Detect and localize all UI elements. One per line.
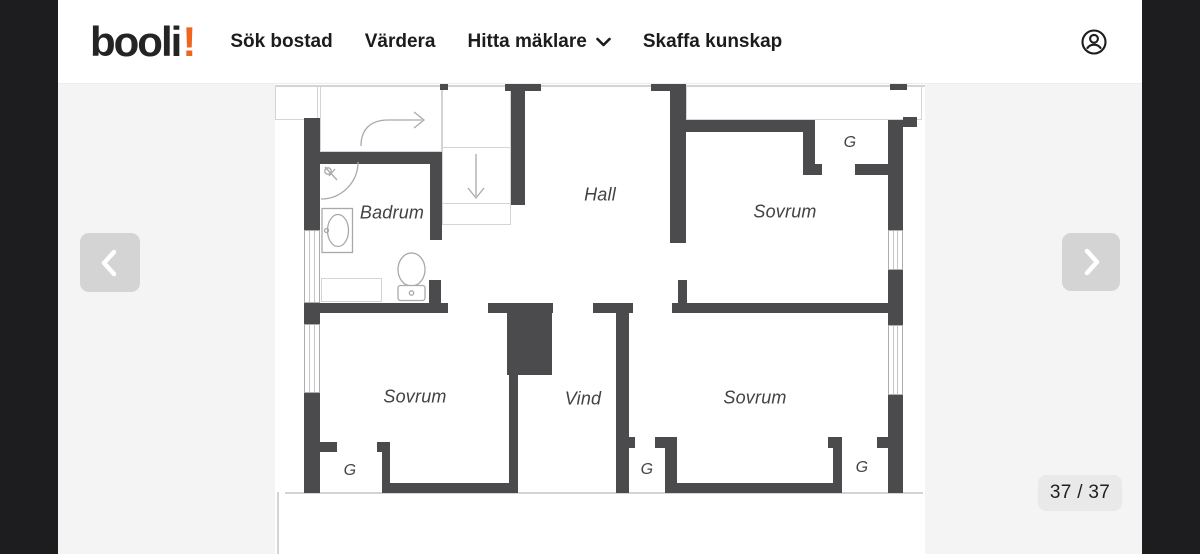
window-icon <box>888 325 903 395</box>
wall <box>616 312 629 493</box>
left-letterbox <box>0 0 58 554</box>
booli-logo[interactable]: booli! <box>90 17 197 65</box>
wall <box>686 120 815 132</box>
nav-vardera[interactable]: Värdera <box>364 30 436 52</box>
wall <box>833 448 842 493</box>
top-navbar: booli! Sök bostad Värdera Hitta mäklare … <box>58 0 1142 84</box>
nav-hitta-maklare-label: Hitta mäklare <box>467 30 587 52</box>
room-label: Vind <box>564 388 602 409</box>
wall <box>855 164 888 175</box>
chevron-left-icon <box>101 249 117 276</box>
floorplan-fixtures-svg <box>320 111 485 302</box>
room-label: Hall <box>584 184 616 205</box>
image-counter: 37 / 37 <box>1038 475 1122 511</box>
wall <box>593 303 633 313</box>
sink-icon <box>321 207 354 254</box>
room-label: Sovrum <box>383 386 447 407</box>
wall <box>509 312 518 493</box>
wall <box>488 303 553 313</box>
room-label: Sovrum <box>753 201 817 222</box>
logo-text: booli <box>90 17 182 65</box>
wall <box>629 437 635 448</box>
wall <box>320 442 337 452</box>
wall <box>430 164 442 240</box>
toilet-icon <box>397 252 426 302</box>
nav-skaffa-kunskap[interactable]: Skaffa kunskap <box>642 30 783 52</box>
thin-line <box>442 203 511 204</box>
next-image-button[interactable] <box>1062 233 1120 291</box>
wall <box>803 164 822 175</box>
thin-line <box>442 147 511 148</box>
wall <box>382 442 390 493</box>
prev-image-button[interactable] <box>80 233 140 292</box>
wall <box>890 84 907 90</box>
room-label: Badrum <box>359 202 425 223</box>
wall <box>888 395 903 493</box>
wall <box>320 152 442 164</box>
wall <box>803 132 815 165</box>
wall <box>511 84 525 205</box>
room-label: Sovrum <box>723 387 787 408</box>
main-nav: Sök bostad Värdera Hitta mäklare Skaffa … <box>230 31 782 53</box>
nav-hitta-maklare[interactable]: Hitta mäklare <box>468 31 611 53</box>
stair-up-arrow <box>360 111 426 147</box>
thin-line <box>275 85 925 87</box>
wall <box>304 303 448 313</box>
thin-line <box>277 492 279 554</box>
wall <box>304 118 320 230</box>
user-icon <box>1081 28 1107 55</box>
room-label: G <box>855 459 869 476</box>
profile-button[interactable] <box>1078 26 1110 58</box>
wall <box>429 280 441 303</box>
thin-outline <box>321 278 382 302</box>
thin-line <box>285 492 923 494</box>
stair-down-arrow <box>467 154 485 200</box>
wall <box>440 84 448 90</box>
room-label: G <box>640 461 654 478</box>
wall <box>505 84 541 91</box>
wall <box>655 437 670 448</box>
shower-icon <box>320 161 359 200</box>
right-letterbox <box>1142 0 1200 554</box>
wall <box>672 303 903 313</box>
wall <box>877 437 888 448</box>
wall <box>888 120 903 230</box>
window-icon <box>304 324 320 393</box>
chevron-down-icon <box>596 37 611 46</box>
wall <box>670 84 686 243</box>
wall <box>670 483 837 493</box>
wall <box>382 483 518 493</box>
wall <box>828 437 842 448</box>
room-label: G <box>343 462 357 479</box>
wall <box>678 280 687 303</box>
logo-exclamation: ! <box>182 17 197 65</box>
room-label: G <box>843 134 857 151</box>
nav-sok-bostad[interactable]: Sök bostad <box>230 30 333 52</box>
window-icon <box>304 230 320 303</box>
app-window: booli! Sök bostad Värdera Hitta mäklare … <box>58 0 1142 554</box>
wall <box>651 84 670 91</box>
chevron-right-icon <box>1084 248 1100 276</box>
wall <box>304 393 320 493</box>
window-icon <box>888 230 903 270</box>
wall <box>903 117 917 127</box>
wall <box>888 270 903 325</box>
wall <box>665 437 677 493</box>
